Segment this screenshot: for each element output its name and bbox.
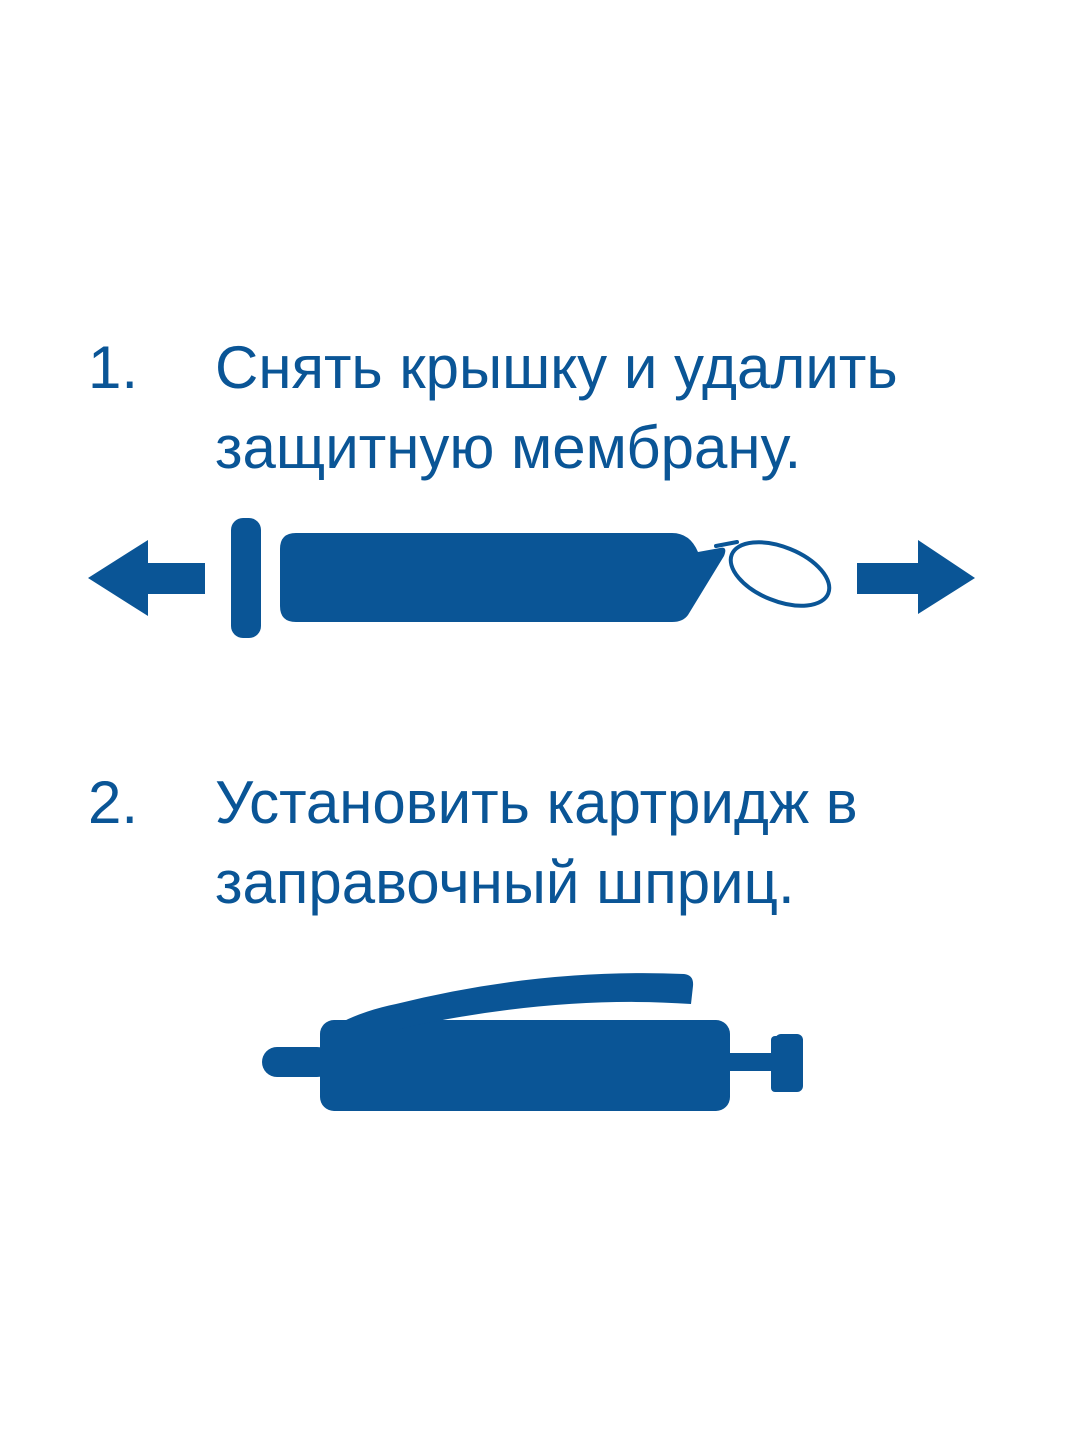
left-arrow-icon: [88, 540, 205, 616]
step-2: 2. Установить картридж в заправочный шпр…: [0, 763, 1080, 933]
step-1-line-1: Снять крышку и удалить: [215, 334, 898, 401]
step-1-instruction: Снять крышку и удалить защитную мембрану…: [215, 328, 1035, 488]
syringe-lever-icon: [328, 973, 694, 1030]
cap-bar-icon: [231, 518, 261, 638]
right-arrow-icon: [857, 540, 975, 614]
step-1-number: 1.: [88, 334, 139, 401]
step-1-line-2: защитную мембрану.: [215, 414, 802, 481]
step-2-instruction: Установить картридж в заправочный шприц.: [215, 763, 1035, 923]
syringe-nozzle-icon: [262, 1047, 332, 1077]
membrane-loop-icon: [714, 540, 832, 608]
step-2-line-2: заправочный шприц.: [215, 849, 795, 916]
cartridge-in-refill-syringe-icon: [0, 950, 1080, 1130]
cartridge-cap-membrane-removal-icon: [0, 505, 1080, 655]
syringe-plunger-icon: [724, 1034, 803, 1092]
step-2-number: 2.: [88, 769, 139, 836]
step-2-line-1: Установить картридж в: [215, 769, 858, 836]
syringe-body-icon: [320, 1020, 730, 1111]
cartridge-body-icon: [280, 533, 726, 622]
step-1: 1. Снять крышку и удалить защитную мембр…: [0, 328, 1080, 498]
